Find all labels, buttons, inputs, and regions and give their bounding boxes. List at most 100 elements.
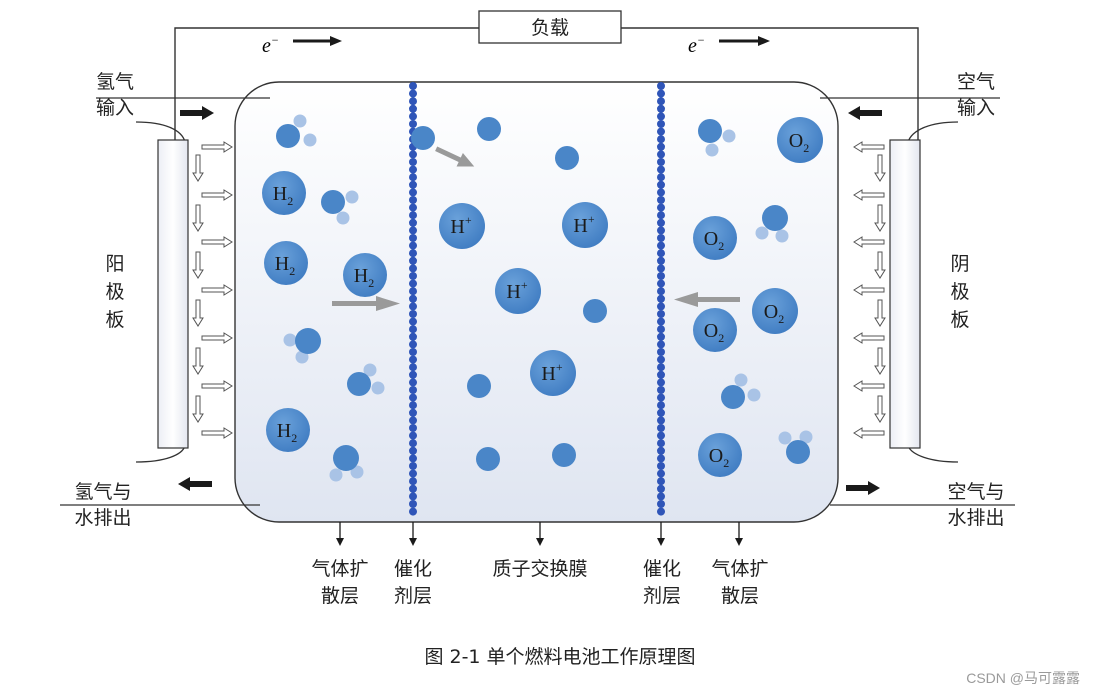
- catalyst-dot: [409, 294, 417, 303]
- water-h-atom: [705, 143, 719, 157]
- catalyst-dot: [409, 188, 417, 197]
- hydrogen-input-label-1: 氢气: [96, 71, 134, 93]
- cat-left-label-1: 催化: [394, 558, 432, 580]
- flow-arrow-horizontal: [201, 284, 233, 296]
- catalyst-dot: [409, 393, 417, 402]
- catalyst-dot: [657, 484, 665, 493]
- h2-molecule-label: H2: [277, 420, 297, 445]
- catalyst-dot: [409, 340, 417, 349]
- water-molecules: [276, 114, 813, 482]
- catalyst-dot: [657, 332, 665, 341]
- catalyst-dot: [409, 469, 417, 478]
- catalyst-dot: [409, 332, 417, 341]
- h2-molecule-circle: [264, 241, 308, 285]
- flow-arrow-vertical: [192, 204, 204, 232]
- load-box: [478, 10, 622, 44]
- catalyst-dot: [409, 325, 417, 334]
- catalyst-dot: [409, 226, 417, 235]
- catalyst-dot: [657, 492, 665, 501]
- catalyst-dot: [409, 180, 417, 189]
- catalyst-dot: [657, 203, 665, 212]
- catalyst-dot: [657, 317, 665, 326]
- hydrogen-input-label-2: 输入: [96, 97, 134, 119]
- catalyst-dot: [657, 272, 665, 280]
- catalyst-dot: [657, 294, 665, 303]
- catalyst-dot: [409, 401, 417, 410]
- proton-circle: [562, 202, 608, 248]
- o2-molecule-label: O2: [764, 301, 784, 326]
- catalyst-dot: [657, 249, 665, 258]
- catalyst-dot: [409, 196, 417, 204]
- o2-molecule-circle: [698, 433, 742, 477]
- catalyst-dot: [657, 264, 665, 273]
- bottom-pointers: [336, 522, 743, 546]
- water-h-atom: [283, 333, 297, 347]
- flow-arrow-horizontal: [201, 380, 233, 392]
- gdl-right-label-1: 气体扩: [711, 558, 768, 580]
- h2-molecule-label: H2: [354, 265, 374, 290]
- particle: [467, 374, 491, 398]
- cathode-plate: [889, 139, 921, 449]
- catalyst-dot: [657, 348, 665, 356]
- catalyst-dot: [409, 370, 417, 379]
- water-h-atom: [778, 431, 792, 445]
- water-h-atom: [336, 211, 350, 225]
- water-o-atom: [721, 385, 745, 409]
- catalyst-dot: [409, 165, 417, 174]
- o2-molecule-circle: [777, 117, 823, 163]
- catalyst-dot: [657, 424, 665, 432]
- water-o-atom: [276, 124, 300, 148]
- water-o-atom: [321, 190, 345, 214]
- right-outlet-label-1: 空气与: [947, 481, 1004, 503]
- catalyst-dot: [409, 431, 417, 440]
- flow-arrow-vertical: [192, 347, 204, 375]
- catalyst-dot: [657, 386, 665, 394]
- proton-label: H+: [573, 212, 594, 237]
- h2-molecule-circle: [262, 171, 306, 215]
- watermark: CSDN @马可露露: [966, 670, 1080, 686]
- catalyst-dot: [657, 393, 665, 402]
- water-h-atom: [371, 381, 385, 395]
- catalyst-dot: [657, 135, 665, 144]
- left-outlet-label-1: 氢气与: [74, 481, 131, 503]
- flow-arrow-vertical: [874, 251, 886, 279]
- catalyst-dot: [409, 287, 417, 296]
- water-o-atom: [347, 372, 371, 396]
- water-h-atom: [363, 363, 377, 377]
- gdl-right-label-2: 散层: [721, 585, 759, 607]
- catalyst-dot: [657, 401, 665, 410]
- catalyst-dot: [409, 378, 417, 387]
- catalyst-dot: [657, 180, 665, 189]
- water-o-atom: [333, 445, 359, 471]
- catalyst-dot: [409, 408, 417, 417]
- proton-ions: H+H+H+H+: [439, 202, 608, 396]
- o2-molecule-circle: [752, 288, 798, 334]
- cat-left-label-2: 剂层: [394, 585, 432, 607]
- flow-arrow-horizontal: [853, 332, 885, 344]
- water-o-atom: [295, 328, 321, 354]
- flow-arrow-horizontal: [853, 236, 885, 248]
- catalyst-dot: [409, 363, 417, 372]
- external-circuit: [174, 27, 919, 140]
- flow-arrow-vertical: [874, 154, 886, 182]
- catalyst-dot: [657, 127, 665, 136]
- catalyst-dot: [409, 211, 417, 220]
- cathode-plate-label-1: 阴: [950, 253, 969, 275]
- flow-arrow-horizontal: [853, 380, 885, 392]
- catalyst-dot: [657, 340, 665, 349]
- catalyst-dot: [657, 408, 665, 417]
- catalyst-dot: [409, 484, 417, 493]
- gdl-left-label-2: 散层: [321, 585, 359, 607]
- water-h-atom: [303, 133, 317, 147]
- catalyst-dot: [657, 500, 665, 508]
- proton-label: H+: [450, 213, 471, 238]
- catalyst-dot: [657, 142, 665, 151]
- catalyst-dot: [657, 218, 665, 227]
- catalyst-dot: [657, 150, 665, 159]
- catalyst-dot: [657, 188, 665, 197]
- particle: [552, 443, 576, 467]
- catalyst-dot: [657, 355, 665, 364]
- catalyst-dot: [409, 97, 417, 106]
- catalyst-dot: [409, 218, 417, 227]
- flow-arrow-vertical: [874, 347, 886, 375]
